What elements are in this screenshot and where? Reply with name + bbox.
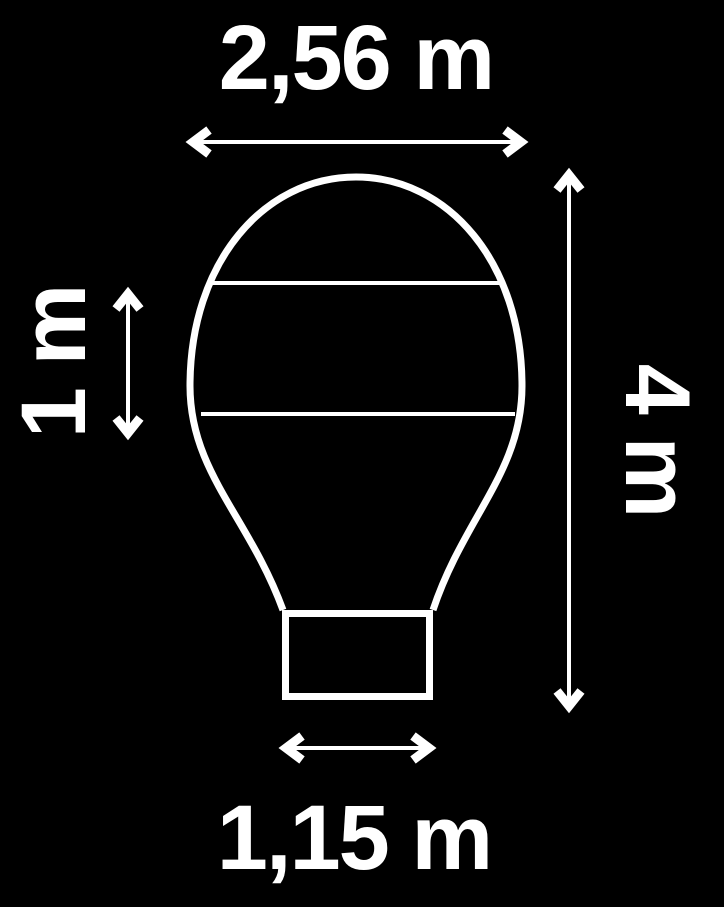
chevron-down-icon xyxy=(112,415,144,441)
total-height-arrow xyxy=(553,167,585,714)
chevron-right-icon xyxy=(502,126,529,158)
envelope-width-arrow xyxy=(185,126,529,158)
band-height-label: 1 m xyxy=(3,285,105,439)
chevron-left-icon xyxy=(278,732,305,764)
chevron-left-icon xyxy=(185,126,212,158)
balloon-basket xyxy=(282,610,433,700)
balloon-envelope-outline xyxy=(186,173,526,612)
basket-width-label: 1,15 m xyxy=(216,787,493,889)
total-height-label: 4 m xyxy=(606,363,708,517)
basket-width-arrow xyxy=(278,732,437,764)
chevron-down-icon xyxy=(553,688,585,714)
band-height-arrow xyxy=(112,286,144,441)
chevron-up-icon xyxy=(553,167,585,193)
chevron-right-icon xyxy=(410,732,437,764)
envelope-width-label: 2,56 m xyxy=(218,7,495,109)
chevron-up-icon xyxy=(112,286,144,312)
